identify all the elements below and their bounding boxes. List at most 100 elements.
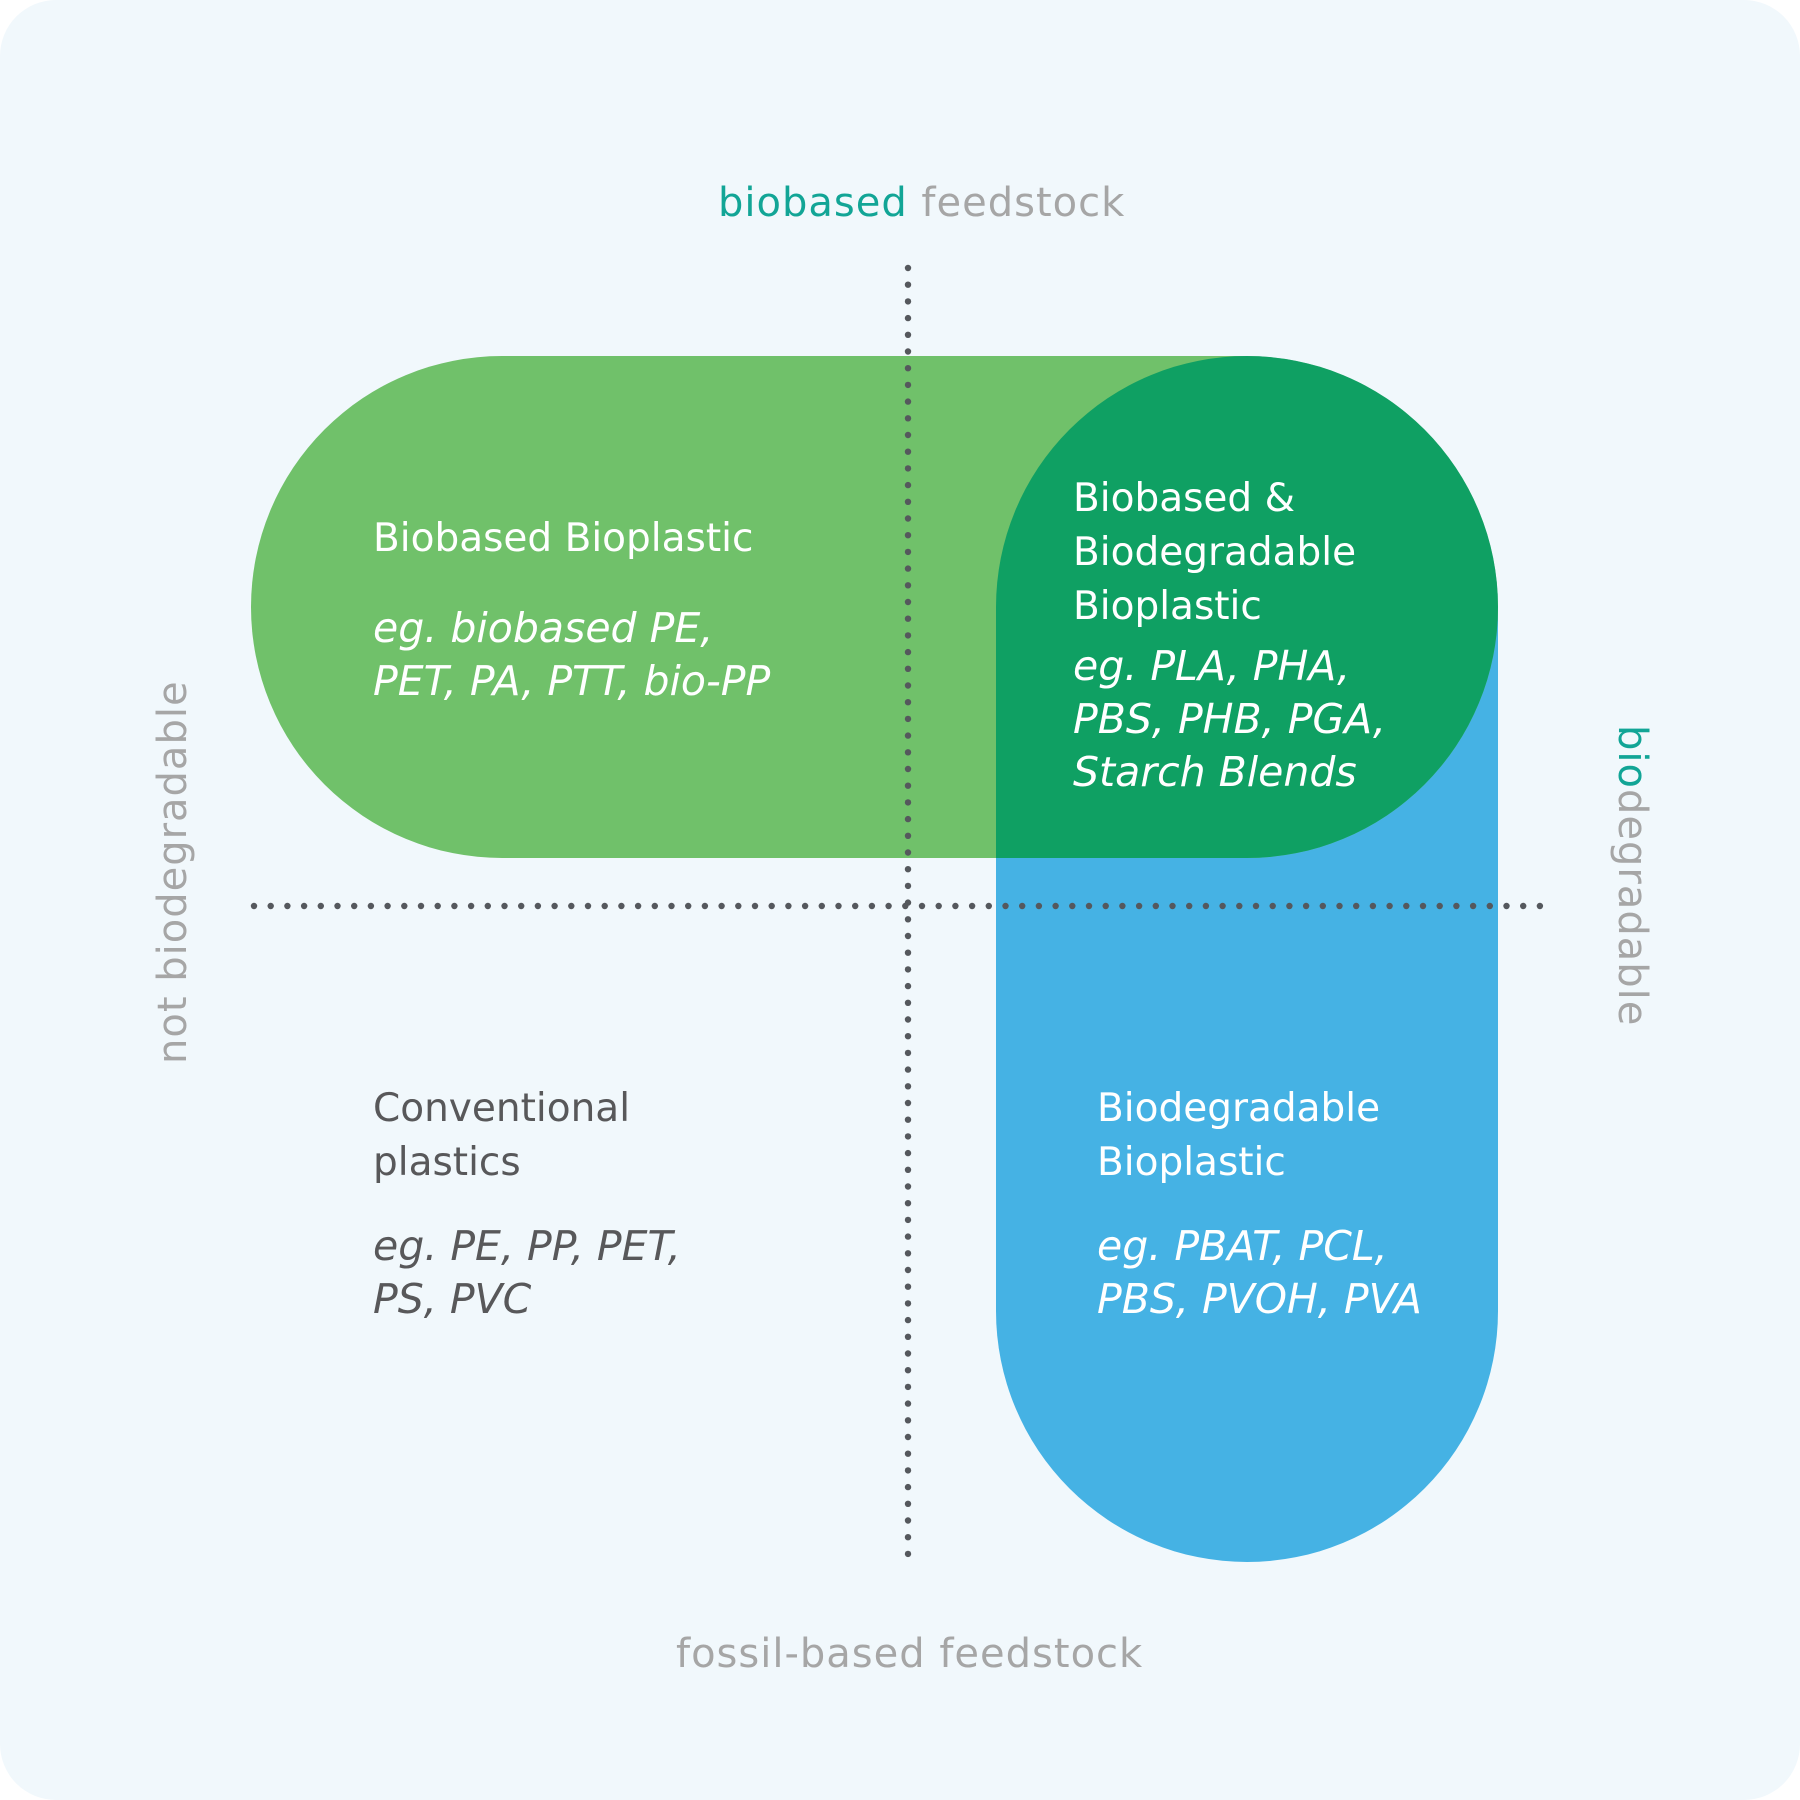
divider-dot (904, 1083, 912, 1090)
divider-dot (467, 902, 475, 910)
divider-dot (904, 1300, 912, 1307)
divider-dot (785, 902, 792, 910)
divider-dot (1419, 902, 1427, 910)
divider-dot (904, 648, 912, 656)
divider-dot (351, 902, 358, 910)
quadrant-examples: eg. PBAT, PCL, PBS, PVOH, PVA (1097, 1220, 1422, 1326)
divider-dot (904, 465, 912, 472)
quadrant-title: Biobased & Biodegradable Bioplastic (1073, 472, 1386, 634)
divider-dot (918, 902, 926, 910)
divider-dot (904, 264, 912, 272)
axis-label-bottom-text: fossil-based feedstock (676, 1631, 1144, 1677)
divider-dot (1469, 902, 1477, 910)
divider-dot (904, 1166, 912, 1174)
divider-dot (1436, 902, 1443, 910)
divider-dot (1319, 902, 1327, 910)
divider-dot (317, 902, 324, 910)
divider-dot (904, 1534, 912, 1541)
divider-dot (904, 999, 912, 1006)
divider-dot (518, 902, 525, 910)
divider-dot (904, 1400, 912, 1407)
quadrant-conventional: Conventional plastics eg. PE, PP, PET, P… (373, 1082, 681, 1326)
divider-dot (618, 902, 625, 910)
example-line: PS, PVC (373, 1275, 532, 1323)
divider-dot (701, 902, 709, 910)
divider-dot (904, 1483, 912, 1491)
divider-dot (904, 431, 912, 439)
divider-dot (904, 1467, 912, 1474)
axis-label-top: biobased feedstock (718, 183, 1125, 223)
divider-dot (904, 932, 912, 940)
divider-dot (904, 782, 912, 789)
divider-dot (434, 902, 441, 910)
divider-dot (904, 1033, 912, 1040)
title-line: Conventional (373, 1086, 631, 1131)
divider-dot (952, 902, 959, 910)
divider-dot (1536, 902, 1544, 910)
divider-dot (284, 902, 291, 910)
divider-dot (1202, 902, 1210, 910)
divider-dot (904, 1049, 912, 1057)
divider-dot (904, 1500, 912, 1508)
divider-dot (904, 348, 912, 355)
divider-dot (904, 765, 912, 773)
divider-dot (835, 902, 842, 910)
divider-dot (904, 749, 912, 756)
divider-dot (904, 515, 912, 522)
divider-dot (904, 715, 912, 723)
divider-dot (885, 902, 892, 910)
divider-dot (902, 902, 909, 910)
divider-dot (904, 1350, 912, 1357)
divider-dot (935, 902, 942, 910)
divider-dot (1169, 902, 1176, 910)
divider-dot (904, 1133, 912, 1140)
divider-dot (634, 902, 642, 910)
divider-dot (735, 902, 742, 910)
divider-dot (1252, 902, 1260, 910)
divider-dot (904, 548, 912, 556)
divider-dot (768, 902, 775, 910)
divider-dot (904, 916, 912, 923)
divider-dot (300, 902, 308, 910)
axis-label-right-highlight: bio (1609, 725, 1655, 789)
divider-dot (801, 902, 809, 910)
divider-dot (904, 1233, 912, 1240)
divider-dot (1135, 902, 1143, 910)
divider-dot (904, 398, 912, 405)
axis-label-left: not biodegradable (150, 680, 196, 1064)
example-line: PET, PA, PTT, bio-PP (373, 657, 771, 705)
divider-dot (904, 1550, 912, 1558)
title-line: Biodegradable (1073, 530, 1357, 575)
divider-dot (685, 902, 692, 910)
divider-dot (651, 902, 658, 910)
divider-dot (904, 615, 912, 622)
divider-dot (904, 699, 912, 706)
divider-dot (904, 1517, 912, 1524)
divider-dot (904, 415, 912, 422)
divider-dot (1219, 902, 1226, 910)
divider-dot (1035, 902, 1043, 910)
divider-dot (904, 982, 912, 990)
divider-dot (818, 902, 825, 910)
divider-dot (1336, 902, 1343, 910)
quadrant-title: Biobased Bioplastic (373, 512, 770, 566)
divider-dot (1069, 902, 1076, 910)
divider-dot (904, 1066, 912, 1073)
divider-dot (584, 902, 592, 910)
quadrant-examples: eg. biobased PE, PET, PA, PTT, bio-PP (373, 602, 770, 708)
example-line: eg. biobased PE, (373, 604, 714, 652)
title-line: Bioplastic (1097, 1140, 1286, 1185)
divider-dot (668, 902, 675, 910)
divider-dot (904, 1383, 912, 1391)
divider-dot (1520, 902, 1527, 910)
divider-dot (551, 902, 558, 910)
example-line: eg. PBAT, PCL, (1097, 1222, 1388, 1270)
divider-dot (1102, 902, 1109, 910)
quadrant-examples: eg. PLA, PHA, PBS, PHB, PGA, Starch Blen… (1073, 640, 1386, 799)
divider-dot (904, 498, 912, 505)
divider-dot (904, 1200, 912, 1207)
divider-dot (904, 849, 912, 856)
axis-label-left-text: not biodegradable (150, 680, 196, 1064)
quadrant-examples: eg. PE, PP, PET, PS, PVC (373, 1220, 681, 1326)
divider-dot (985, 902, 992, 910)
